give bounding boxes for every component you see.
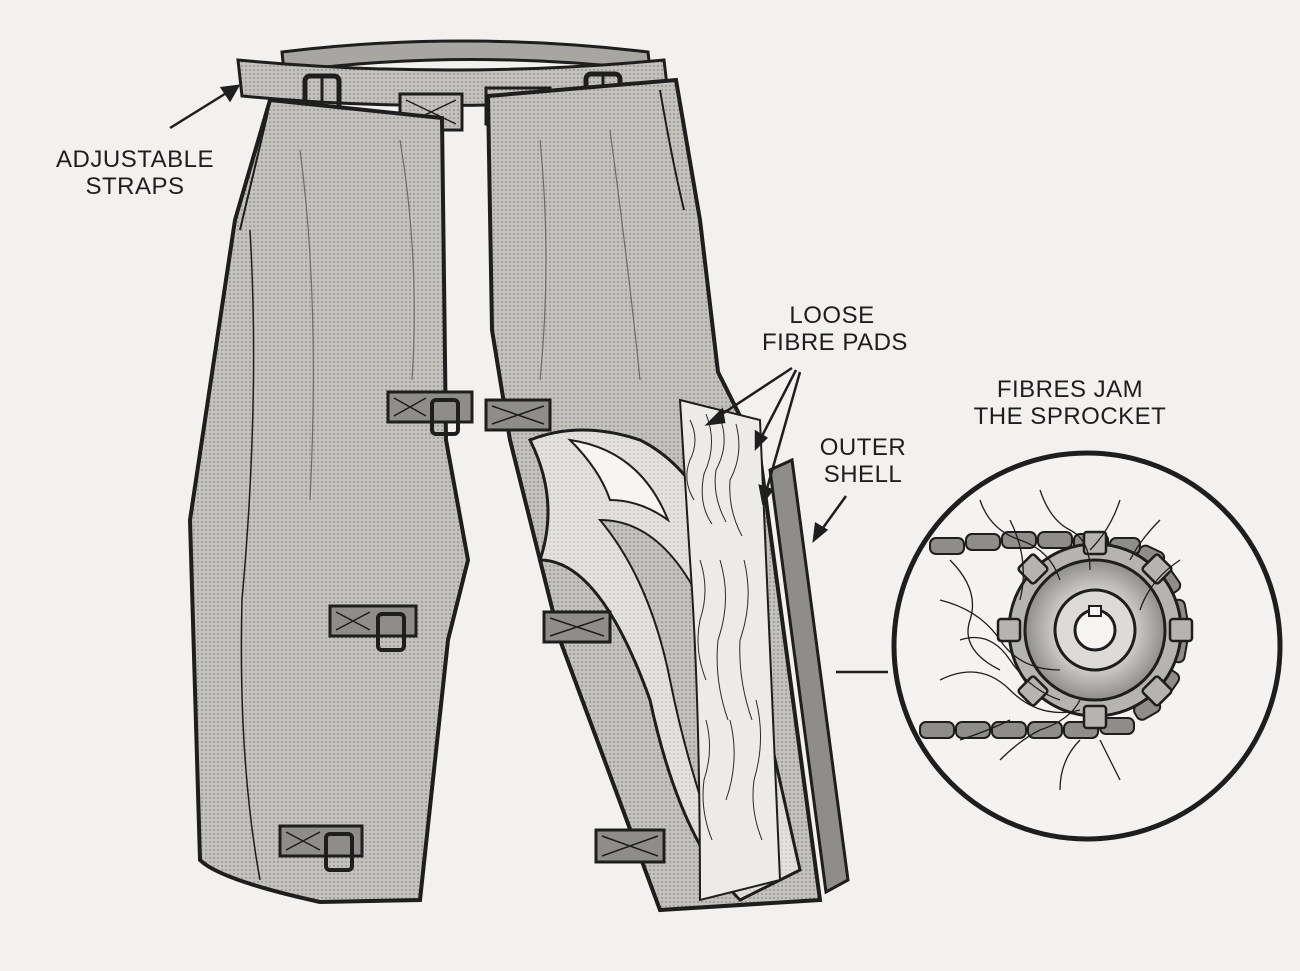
leg-strap <box>484 398 552 432</box>
label-line: LOOSE <box>789 302 875 329</box>
left-chap-leg <box>187 97 474 905</box>
label-line: THE SPROCKET <box>973 403 1167 430</box>
leg-strap <box>278 824 364 872</box>
label-line: STRAPS <box>85 173 185 200</box>
leg-strap <box>542 610 612 644</box>
arrow-head-icon <box>704 407 726 426</box>
arrow-head-icon <box>812 521 829 543</box>
label-fibres-jam: FIBRES JAM THE SPROCKET <box>962 376 1178 430</box>
outer-shell <box>768 457 850 895</box>
label-line: FIBRE PADS <box>762 329 908 356</box>
label-line: OUTER <box>819 434 907 461</box>
label-line: ADJUSTABLE <box>56 146 214 173</box>
jamming-fibres <box>939 489 1181 791</box>
leg-strap <box>328 604 418 652</box>
label-outer-shell: OUTER SHELL <box>808 434 918 488</box>
straps-arrow <box>169 90 229 130</box>
leg-strap <box>594 828 666 864</box>
arrow-head-icon <box>754 429 769 452</box>
leg-strap <box>386 390 474 436</box>
arrow-head-icon <box>219 84 241 103</box>
label-loose-fibre-pads: LOOSE FIBRE PADS <box>762 302 908 356</box>
label-line: SHELL <box>823 461 903 488</box>
arrow-head-icon <box>758 484 775 506</box>
label-adjustable-straps: ADJUSTABLE STRAPS <box>40 146 230 200</box>
right-chap-leg <box>484 77 850 913</box>
label-line: FIBRES JAM <box>996 376 1144 403</box>
sprocket-gear-icon <box>996 530 1194 730</box>
sprocket-detail-circle <box>891 450 1283 842</box>
callout-arrows <box>169 84 888 674</box>
